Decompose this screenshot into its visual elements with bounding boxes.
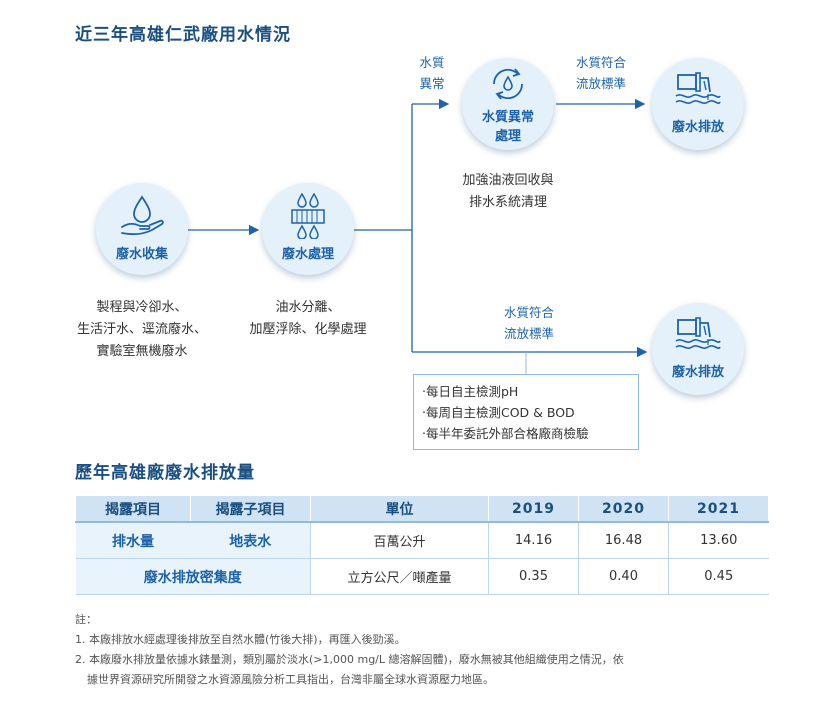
discharge-bottom-label: 廢水排放 <box>671 365 724 380</box>
table-cell: 立方公尺／噸產量 <box>310 558 489 595</box>
discharge-bottom-circle: 廢水排放 <box>652 303 744 395</box>
table-cell: 16.48 <box>578 521 669 559</box>
footnote-heading: 註： <box>75 613 97 626</box>
table-cell: 0.40 <box>578 558 669 595</box>
table-header: 2019 <box>488 495 579 523</box>
discharge-table: 揭露項目 揭露子項目 單位 2019 2020 2021 排水量 地表水 百萬公… <box>75 495 769 595</box>
treat-circle: 廢水處理 <box>262 183 354 275</box>
discharge-pipe-icon <box>675 72 721 104</box>
table-cell: 排水量 <box>75 521 191 559</box>
flow-arrows <box>188 98 648 374</box>
table-header: 單位 <box>310 495 489 523</box>
monitor-item: ‧每周自主檢測COD & BOD <box>422 405 575 420</box>
table-row: 排水量 地表水 百萬公升 14.16 16.48 13.60 <box>75 521 769 559</box>
table-cell: 14.16 <box>488 521 579 559</box>
footnote-1: 1. 本廠排放水經處理後排放至自然水體(竹後大排)，再匯入後勁溪。 <box>75 633 406 646</box>
discharge-top-circle: 廢水排放 <box>652 58 744 150</box>
label-conform-top: 水質符合 流放標準 <box>575 55 626 91</box>
discharge-top-label: 廢水排放 <box>671 120 724 135</box>
table-header: 2020 <box>578 495 669 523</box>
table-cell: 地表水 <box>190 521 311 559</box>
table-row: 廢水排放密集度 立方公尺／噸產量 0.35 0.40 0.45 <box>75 558 769 595</box>
table-header: 2021 <box>668 495 769 523</box>
label-conform-bottom: 水質符合 流放標準 <box>503 305 554 341</box>
table-header: 揭露子項目 <box>190 495 311 523</box>
table-cell: 0.45 <box>668 558 769 595</box>
filter-drops-icon <box>291 193 325 239</box>
abnormal-description: 加強油液回收與 排水系統清理 <box>462 173 554 210</box>
water-hand-icon <box>121 195 164 236</box>
table-cell: 13.60 <box>668 521 769 559</box>
table-header: 揭露項目 <box>75 495 191 523</box>
monitoring-box: ‧每日自主檢測pH ‧每周自主檢測COD & BOD ‧每半年委託外部合格廠商檢… <box>413 374 639 450</box>
table-cell: 廢水排放密集度 <box>75 558 311 595</box>
abnormal-circle: 水質異常 處理 <box>462 58 554 150</box>
treat-label: 廢水處理 <box>281 247 334 262</box>
monitor-item: ‧每日自主檢測pH <box>422 384 519 399</box>
abnormal-label: 水質異常 處理 <box>481 110 534 144</box>
discharge-pipe-icon <box>675 317 721 349</box>
table-header-row: 揭露項目 揭露子項目 單位 2019 2020 2021 <box>75 495 769 523</box>
table-cell: 百萬公升 <box>310 521 489 559</box>
section-title-water-usage: 近三年高雄仁武廠用水情況 <box>75 25 291 45</box>
label-abnormal: 水質 異常 <box>419 55 445 91</box>
section-title-discharge: 歷年高雄廠廢水排放量 <box>75 463 255 483</box>
monitor-item: ‧每半年委託外部合格廠商檢驗 <box>422 426 589 441</box>
footnotes: 註： 1. 本廠排放水經處理後排放至自然水體(竹後大排)，再匯入後勁溪。 2. … <box>75 610 624 690</box>
collect-circle: 廢水收集 <box>96 183 188 275</box>
treat-description: 油水分離、 加壓浮除、化學處理 <box>249 300 367 337</box>
footnote-2-continued: 據世界資源研究所開發之水資源風險分析工具指出，台灣非屬全球水資源壓力地區。 <box>87 673 494 686</box>
footnote-2: 2. 本廠廢水排放量依據水錶量測，類別屬於淡水(>1,000 mg/L 總溶解固… <box>75 653 624 666</box>
collect-label: 廢水收集 <box>115 247 168 262</box>
collect-description: 製程與冷卻水、 生活汙水、逕流廢水、 實驗室無機廢水 <box>76 300 207 359</box>
table-cell: 0.35 <box>488 558 579 595</box>
recycle-water-icon <box>493 68 523 100</box>
